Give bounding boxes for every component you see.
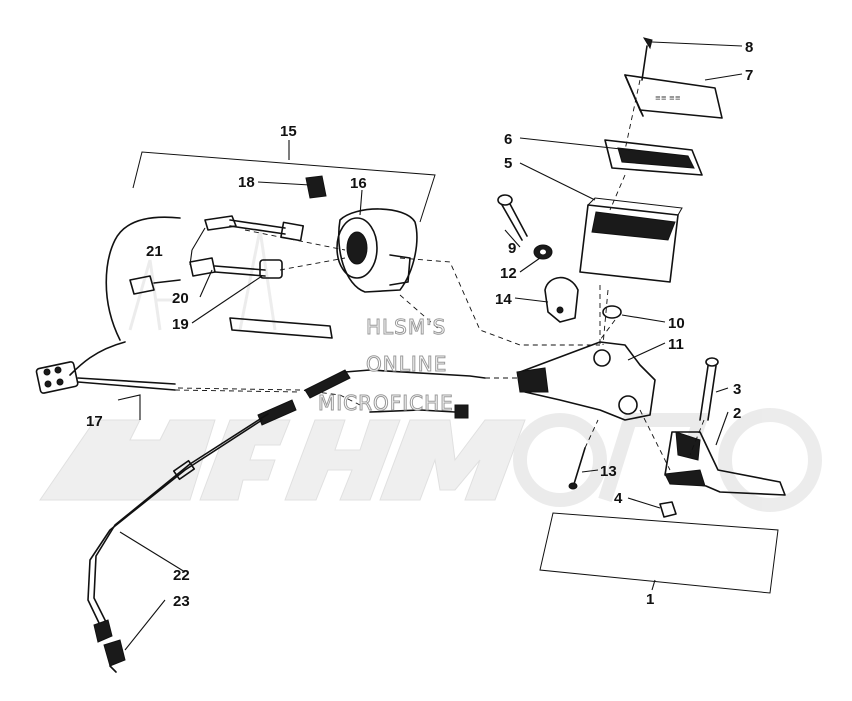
fitting-23 [93,619,126,673]
callout-7: 7 [745,67,753,84]
watermark-line-2: ONLINE [366,352,447,376]
callout-14: 14 [495,291,512,308]
gasket-6 [604,139,703,176]
callout-2: 2 [733,405,741,422]
callout-11: 11 [668,336,684,353]
callout-9: 9 [508,240,516,257]
callout-20: 20 [172,290,189,307]
callout-12: 12 [500,265,517,282]
throttle-cable [174,369,520,419]
clamp-14 [544,276,579,323]
callout-8: 8 [745,39,753,56]
callout-19: 19 [172,316,189,333]
callout-13: 13 [600,463,617,480]
wiring-harness [35,216,361,406]
callout-18: 18 [238,174,255,191]
bracket-1 [539,512,779,594]
callout-5: 5 [504,155,512,172]
master-cylinder-11 [516,285,656,421]
brake-hose-22 [87,399,297,626]
callout-labels: 1 2 3 4 5 6 7 8 9 10 11 12 13 14 15 16 1… [86,39,753,610]
callout-6: 6 [504,131,512,148]
nut-4 [659,501,677,518]
switch-18 [305,175,327,199]
switch-housing-16 [336,208,418,293]
callout-4: 4 [614,490,623,507]
callout-15: 15 [280,123,297,140]
assembly-lines [399,79,671,471]
watermark-logo [39,229,822,512]
reservoir-5 [579,197,683,283]
svg-text:≡≡ ≡≡: ≡≡ ≡≡ [655,94,681,102]
ring-10 [602,305,622,319]
screw-3 [689,357,719,456]
callout-17: 17 [86,413,103,430]
bracket-15 [132,140,436,223]
watermark-text: HLSM'S ONLINE MICROFICHE [318,315,454,416]
watermark-line-3: MICROFICHE [318,391,454,415]
brake-lever-2 [664,431,786,496]
callout-22: 22 [173,567,190,584]
screw-8 [641,37,653,81]
callout-21: 21 [146,243,163,260]
callout-1: 1 [646,591,654,608]
bolt-9 [497,194,528,241]
callout-16: 16 [350,175,367,192]
washer-12 [533,244,553,260]
leader-lines [117,41,743,651]
watermark-line-1: HLSM'S [366,315,446,339]
switch-parts-19-21 [129,215,346,339]
callout-3: 3 [733,381,741,398]
screw-13 [568,419,599,490]
callout-10: 10 [668,315,685,332]
callout-23: 23 [173,593,190,610]
